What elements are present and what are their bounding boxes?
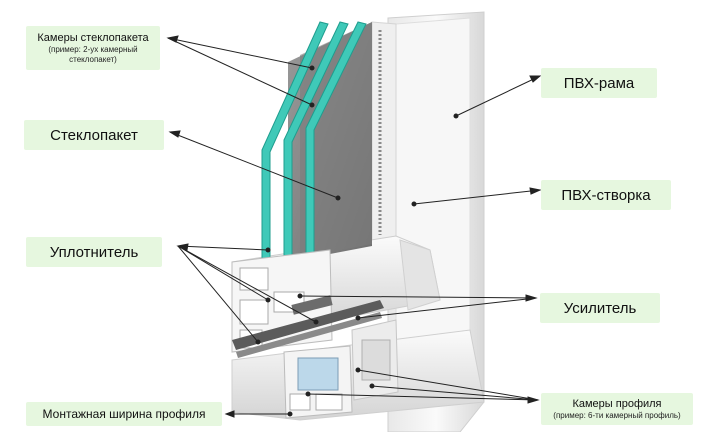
label-pvc-frame: ПВХ-рама — [541, 68, 657, 98]
label-glass-chambers: Камеры стеклопакета (пример: 2-ух камерн… — [26, 26, 160, 70]
label-profile-chambers: Камеры профиля (пример: 6-ти камерный пр… — [541, 393, 693, 425]
label-glass-chambers-note-2: стеклопакет) — [69, 54, 117, 64]
label-seal: Уплотнитель — [26, 237, 162, 267]
label-glass-chambers-title: Камеры стеклопакета — [37, 31, 149, 44]
label-pvc-sash: ПВХ-створка — [541, 180, 671, 210]
label-reinforcement: Усилитель — [540, 293, 660, 323]
leader-lines — [166, 35, 542, 418]
label-glass-chambers-note-1: (пример: 2-ух камерный — [48, 44, 138, 54]
label-mounting-width: Монтажная ширина профиля — [26, 402, 222, 426]
reinforcement-shape — [232, 295, 384, 358]
label-profile-chambers-title: Камеры профиля — [572, 397, 662, 410]
label-profile-chambers-note: (пример: 6-ти камерный профиль) — [553, 410, 681, 420]
label-glass-unit: Стеклопакет — [24, 120, 164, 150]
glass-unit-shape — [288, 22, 382, 262]
